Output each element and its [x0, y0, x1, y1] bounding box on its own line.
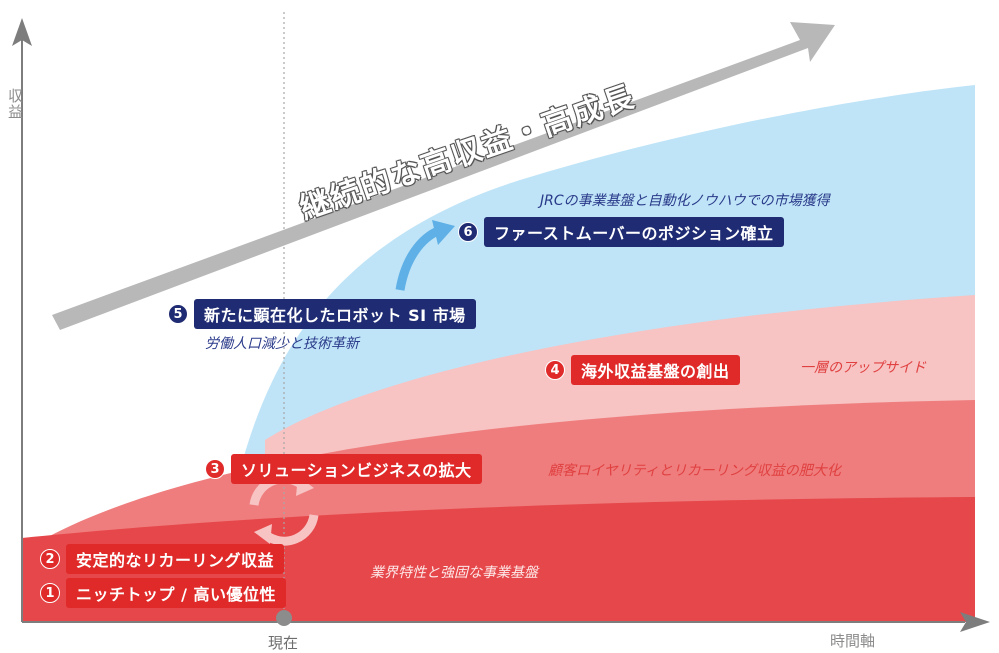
note-solution: 顧客ロイヤリティとリカーリング収益の肥大化	[548, 463, 841, 479]
note-overseas: 一層のアップサイド	[800, 360, 926, 376]
item-5-label: 新たに顕在化したロボット SI 市場	[194, 299, 476, 329]
item-4-label: 海外収益基盤の創出	[571, 355, 740, 385]
x-axis-label: 時間軸	[830, 632, 876, 650]
item-3-label: ソリューションビジネスの拡大	[231, 454, 482, 484]
x-axis-arrowhead	[960, 612, 990, 632]
transition-arrow-head	[432, 220, 455, 245]
trend-arrow	[52, 22, 835, 330]
item-6-label: ファーストムーバーのポジション確立	[484, 217, 784, 247]
item-5: 5 新たに顕在化したロボット SI 市場	[168, 299, 476, 329]
y-axis-arrowhead	[12, 18, 32, 46]
now-marker	[276, 610, 292, 626]
item-6: 6 ファーストムーバーのポジション確立	[458, 217, 784, 247]
item-4-number: 4	[545, 360, 565, 380]
item-2-label: 安定的なリカーリング収益	[66, 544, 285, 574]
item-3-number: 3	[205, 459, 225, 479]
item-2-number: 2	[40, 549, 60, 569]
item-5-number: 5	[168, 304, 188, 324]
item-1: 1 ニッチトップ / 高い優位性	[40, 578, 286, 608]
now-label: 現在	[268, 634, 299, 652]
item-4: 4 海外収益基盤の創出	[545, 355, 740, 385]
note-jrc: JRCの事業基盤と自動化ノウハウでの市場獲得	[540, 193, 830, 209]
note-robot: 労働人口減少と技術革新	[205, 336, 359, 352]
item-3: 3 ソリューションビジネスの拡大	[205, 454, 482, 484]
item-1-label: ニッチトップ / 高い優位性	[66, 578, 286, 608]
item-2: 2 安定的なリカーリング収益	[40, 544, 285, 574]
item-1-number: 1	[40, 583, 60, 603]
item-6-number: 6	[458, 222, 478, 242]
note-base: 業界特性と強固な事業基盤	[370, 565, 538, 581]
y-axis-label: 収益	[8, 87, 24, 121]
transition-arrow	[395, 225, 442, 291]
